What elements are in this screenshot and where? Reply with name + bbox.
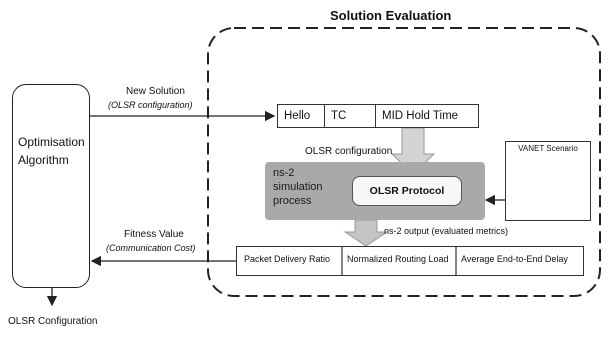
ns2-label-line2: simulation	[273, 181, 323, 193]
olsr-protocol-box: OLSR Protocol	[352, 176, 462, 206]
metrics-row	[236, 246, 584, 276]
fitness-value-label: Fitness Value	[124, 229, 184, 240]
metric-normalized-routing-load: Normalized Routing Load	[347, 254, 449, 264]
diagram-title: Solution Evaluation	[330, 8, 452, 23]
ns2-output-arrow	[343, 219, 389, 247]
metric-packet-delivery-ratio: Packet Delivery Ratio	[244, 254, 331, 264]
config-field-mid-hold-time: MID Hold Time	[375, 104, 479, 128]
ns2-simulation-label: ns-2 simulation process	[273, 166, 353, 208]
ns2-label-line3: process	[273, 195, 312, 207]
config-field-hello: Hello	[277, 104, 325, 128]
ns2-output-label: ns-2 output (evaluated metrics)	[384, 226, 509, 236]
optimisation-label-line1: Optimisation	[18, 135, 85, 149]
new-solution-label: New Solution	[126, 86, 185, 97]
optimisation-algorithm-label: Optimisation Algorithm	[18, 133, 88, 169]
metric-average-end-to-end-delay: Average End-to-End Delay	[461, 254, 568, 264]
new-solution-sublabel: (OLSR configuration)	[108, 100, 193, 110]
ns2-label-line1: ns-2	[273, 167, 295, 179]
olsr-configuration-label: OLSR configuration	[305, 146, 393, 157]
olsr-configuration-output-label: OLSR Configuration	[8, 316, 98, 327]
config-field-tc: TC	[324, 104, 376, 128]
vanet-scenario-label: VANET Scenario	[518, 144, 578, 153]
optimisation-label-line2: Algorithm	[18, 153, 69, 167]
vanet-scenario-box	[505, 141, 591, 221]
solution-evaluation-boundary	[207, 27, 601, 297]
fitness-value-sublabel: (Communication Cost)	[106, 243, 196, 253]
optimisation-algorithm-box	[12, 84, 90, 288]
